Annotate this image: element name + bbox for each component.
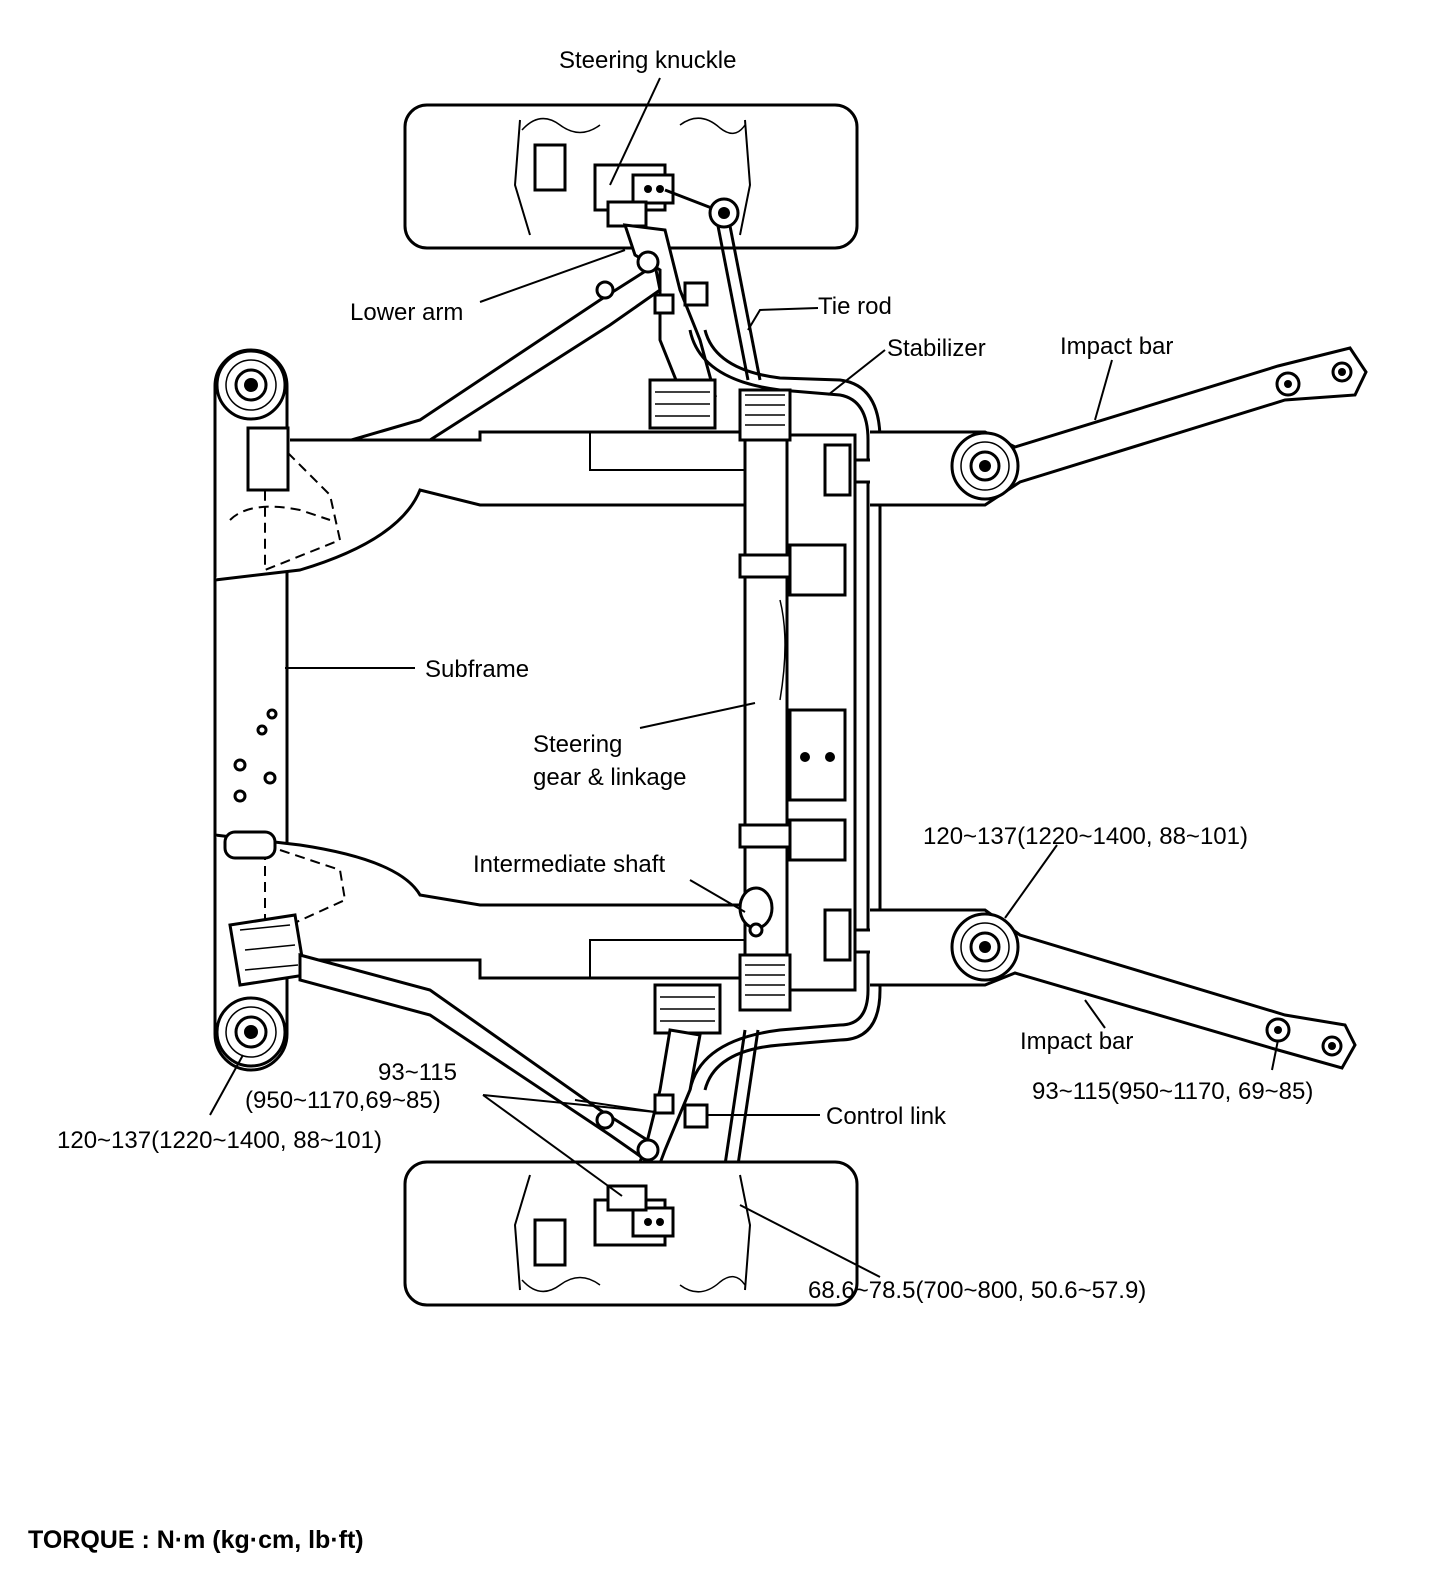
torque-tie-rod-end: 68.6~78.5(700~800, 50.6~57.9) bbox=[808, 1277, 1146, 1304]
subframe bbox=[213, 348, 747, 1072]
torque-subframe-mount-left: 120~137(1220~1400, 88~101) bbox=[57, 1127, 382, 1154]
top-tie-rod bbox=[664, 188, 762, 381]
lower-left-bracket bbox=[228, 913, 307, 987]
label-lower-arm: Lower arm bbox=[350, 299, 463, 326]
stabilizer-bar bbox=[688, 329, 882, 1091]
top-gear-mount bbox=[648, 378, 717, 430]
label-steering-gear-line1: Steering bbox=[533, 731, 622, 758]
torque-control-link-units: (950~1170,69~85) bbox=[245, 1087, 441, 1114]
label-subframe: Subframe bbox=[425, 656, 529, 683]
leader-lines bbox=[209, 77, 1279, 1278]
bottom-gear-mount bbox=[653, 983, 722, 1035]
bottom-lower-arm bbox=[298, 953, 702, 1192]
top-steering-knuckle bbox=[593, 163, 675, 228]
torque-impact-bar-end: 93~115(950~1170, 69~85) bbox=[1032, 1078, 1313, 1105]
label-steering-knuckle: Steering knuckle bbox=[559, 47, 736, 74]
steering-gear bbox=[738, 388, 887, 1012]
torque-impact-bar-mount-right: 120~137(1220~1400, 88~101) bbox=[923, 823, 1248, 850]
bottom-steering-knuckle bbox=[593, 1184, 675, 1247]
subframe-mount-bottom-left bbox=[215, 996, 287, 1068]
label-stabilizer: Stabilizer bbox=[887, 335, 986, 362]
torque-units-footer: TORQUE : N·m (kg·cm, lb·ft) bbox=[28, 1526, 364, 1554]
label-tie-rod: Tie rod bbox=[818, 293, 892, 320]
label-impact-bar-bottom: Impact bar bbox=[1020, 1028, 1133, 1055]
label-steering-gear-line2: gear & linkage bbox=[533, 764, 686, 791]
impact-bar-top bbox=[870, 346, 1368, 507]
impact-bar-bottom bbox=[870, 908, 1357, 1070]
subframe-mount-top-left bbox=[215, 349, 287, 421]
torque-control-link-value: 93~115 bbox=[378, 1059, 457, 1086]
label-intermediate-shaft: Intermediate shaft bbox=[473, 851, 665, 878]
label-control-link: Control link bbox=[826, 1103, 947, 1130]
label-impact-bar-top: Impact bar bbox=[1060, 333, 1173, 360]
